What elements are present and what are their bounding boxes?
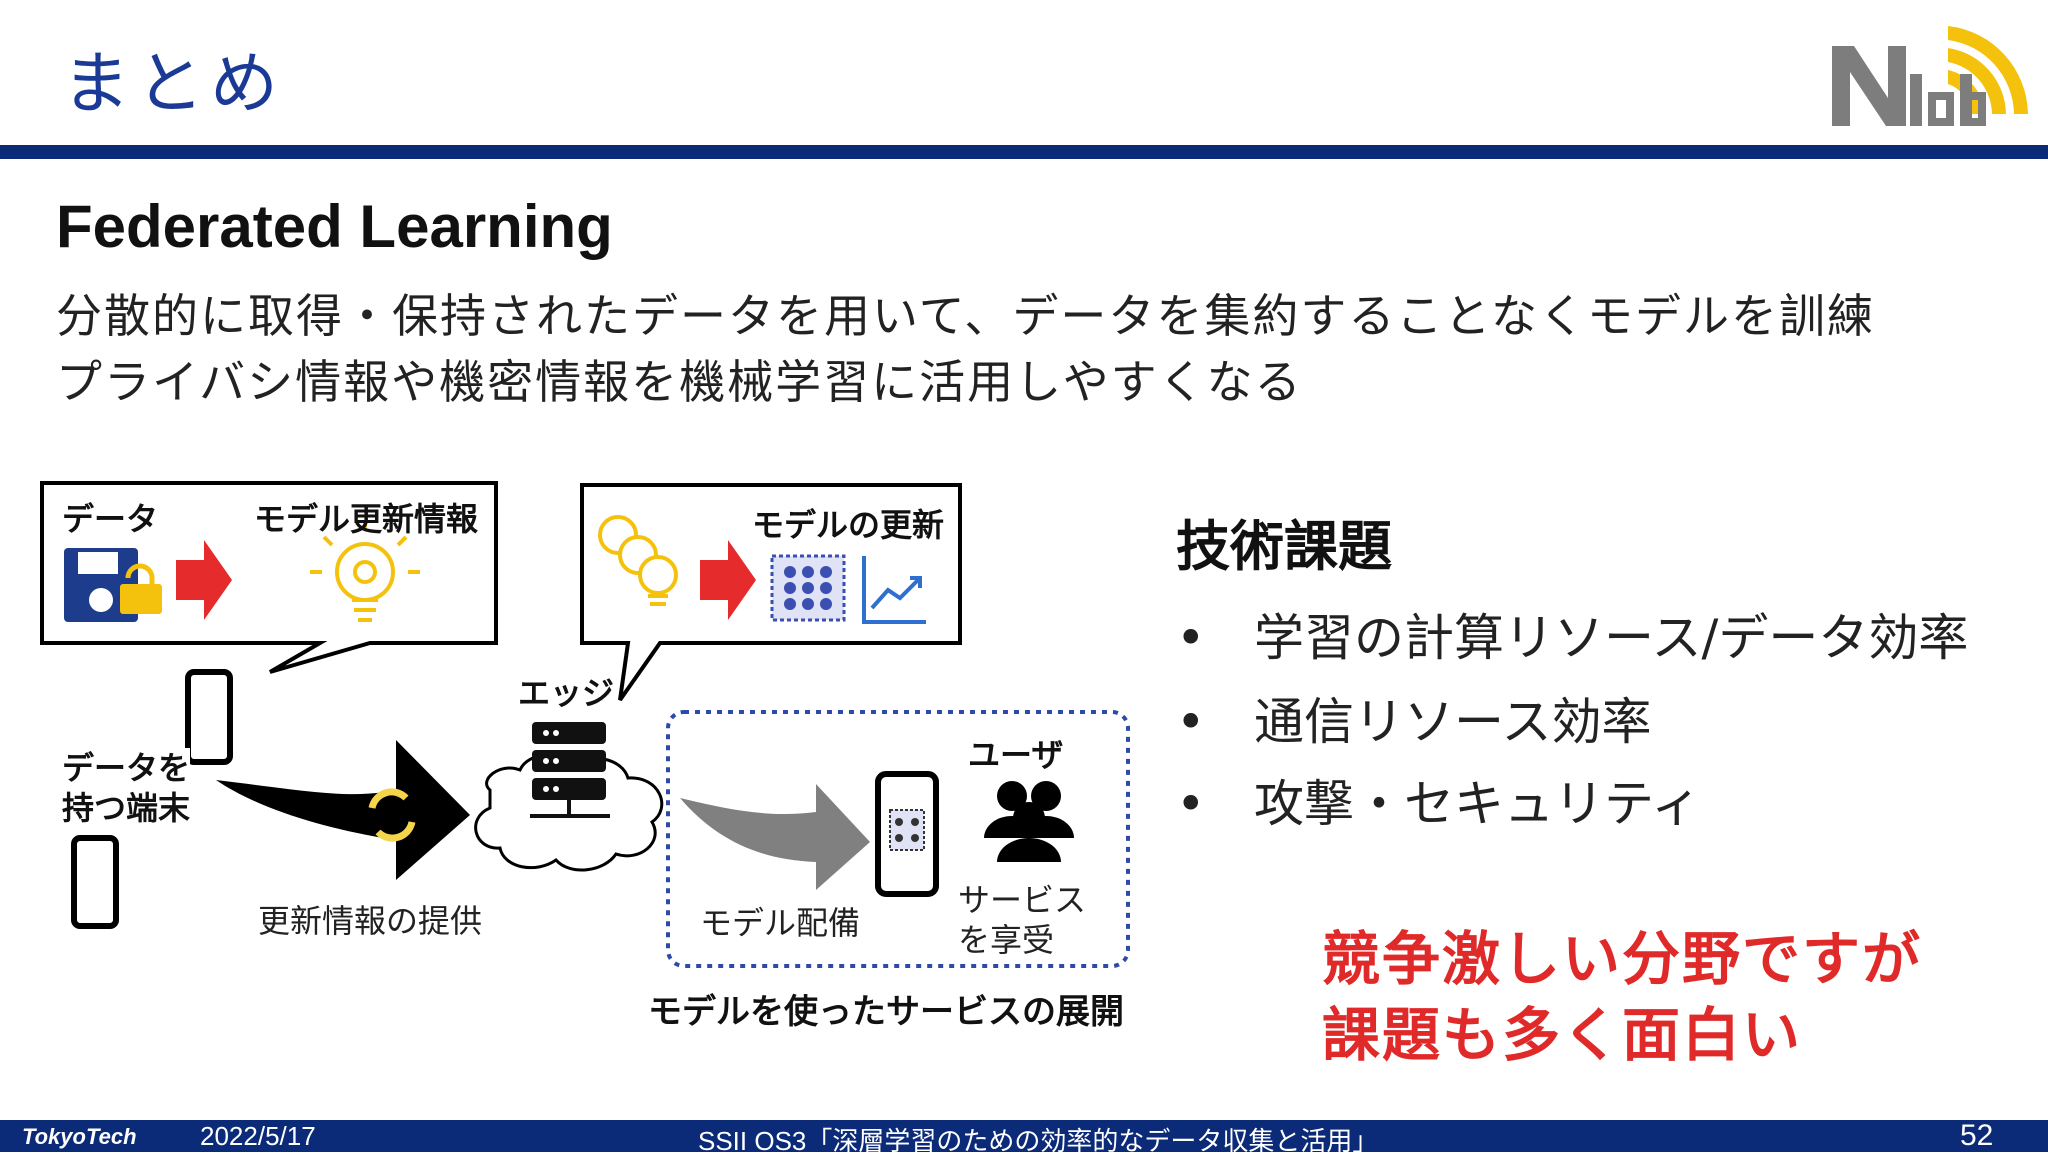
footer-date: 2022/5/17 — [200, 1121, 316, 1151]
challenge-item: • 学習の計算リソース/データ効率 — [1176, 598, 1968, 670]
footer-talk-title: SSII OS3「深層学習のための効率的なデータ収集と活用」 — [698, 1126, 1379, 1156]
label-device-line2: 持つ端末 — [62, 789, 191, 827]
section-title: Federated Learning — [56, 193, 613, 260]
description-line-1: 分散的に取得・保持されたデータを用いて、データを集約することなくモデルを訓練 — [56, 289, 1875, 343]
label-edge: エッジ — [518, 674, 615, 712]
label-service-line1: サービス — [958, 881, 1087, 919]
speech-bubble-edge — [580, 483, 962, 702]
label-data: データ — [62, 500, 159, 538]
title-divider — [0, 145, 2048, 159]
highlight-line-2: 課題も多く面白い — [1322, 1001, 1803, 1069]
chart-icon — [862, 556, 926, 624]
label-model-update: モデルの更新 — [752, 506, 945, 544]
speech-bubble-device — [40, 481, 498, 674]
lock-icon — [120, 563, 162, 614]
deploy-region — [666, 710, 1130, 968]
label-user: ユーザ — [968, 736, 1064, 774]
bullet-dot: • — [1176, 775, 1206, 833]
upload-arrow-icon — [216, 740, 470, 880]
challenge-item: • 通信リソース効率 — [1176, 682, 1652, 754]
challenges-heading: 技術課題 — [1176, 515, 1392, 578]
label-provide: 更新情報の提供 — [258, 902, 483, 940]
lightbulb-cluster-icon — [598, 515, 678, 606]
challenge-text: 通信リソース効率 — [1254, 693, 1652, 751]
challenge-text: 学習の計算リソース/データ効率 — [1254, 609, 1969, 667]
bullet-dot: • — [1176, 609, 1206, 667]
deploy-arrow-icon — [680, 784, 870, 890]
nlab-logo — [1828, 14, 2034, 132]
red-arrow-icon-2 — [700, 540, 756, 620]
users-icon — [984, 781, 1074, 862]
lightbulb-icon — [310, 520, 420, 622]
phone-model-icon — [875, 771, 939, 897]
challenge-item: • 攻撃・セキュリティ — [1176, 764, 1701, 836]
description-line-2: プライバシ情報や機密情報を機械学習に活用しやすくなる — [56, 355, 1303, 409]
label-device: データを 持つ端末 — [62, 748, 191, 828]
page-number: 52 — [1960, 1119, 1994, 1152]
footer-bar: TokyoTech 2022/5/17 SSII OS3「深層学習のための効率的… — [0, 1119, 2048, 1156]
server-icon — [530, 722, 610, 818]
footer-org: TokyoTech — [22, 1124, 137, 1149]
slide-title: まとめ — [62, 45, 285, 124]
neural-net-icon — [770, 554, 846, 622]
label-service-line2: を享受 — [958, 921, 1055, 959]
label-service: サービス を享受 — [958, 880, 1086, 960]
label-model-update-info: モデル更新情報 — [254, 500, 479, 538]
phone-icon — [71, 669, 233, 929]
label-device-line1: データを — [62, 749, 191, 787]
label-deploy-caption: モデルを使ったサービスの展開 — [648, 992, 1124, 1032]
floppy-icon — [64, 548, 138, 622]
sync-icon — [368, 788, 416, 842]
highlight-line-1: 競争激しい分野ですが — [1322, 925, 1923, 993]
bullet-dot: • — [1176, 693, 1206, 751]
red-arrow-icon — [176, 540, 232, 620]
label-deploy: モデル配備 — [700, 904, 861, 942]
challenge-text: 攻撃・セキュリティ — [1254, 775, 1701, 833]
